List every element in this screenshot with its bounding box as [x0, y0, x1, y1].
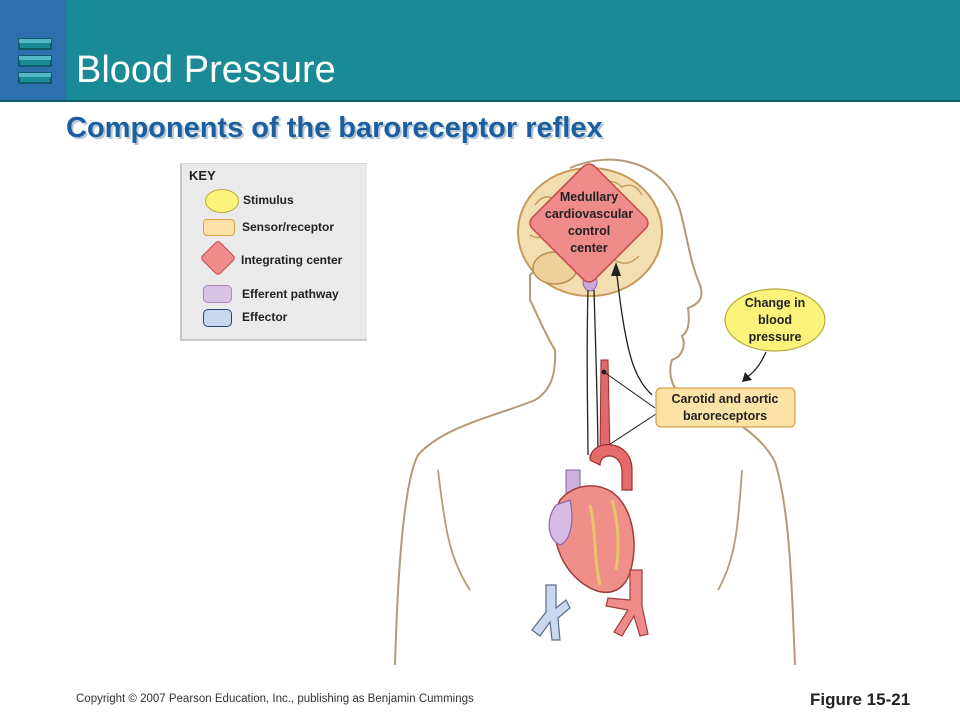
- integrating-center-diamond: [529, 163, 649, 283]
- stimulus-swatch: [205, 189, 239, 213]
- slide-lines-icon: [18, 38, 52, 84]
- stimulus-oval: [724, 288, 826, 352]
- figure-number: Figure 15-21: [810, 690, 911, 709]
- sensor-label-1: Carotid and aortic: [672, 392, 779, 406]
- sensor-swatch: [203, 219, 235, 236]
- artery-branch: [605, 569, 649, 637]
- sensor-box: [655, 387, 796, 428]
- afferent-arrowhead: [611, 262, 621, 276]
- integrating-center-label-1: Medullary: [560, 190, 618, 204]
- right-arm-line: [717, 469, 743, 591]
- integrating-center-label-4: center: [570, 241, 608, 255]
- key-label-effector: Effector: [242, 310, 288, 324]
- head-outline: [569, 158, 796, 666]
- key-legend: KEY Stimulus Sensor/receptor Integrating…: [180, 163, 367, 341]
- title-bar-accent: [0, 0, 66, 100]
- aortic-arch: [589, 444, 633, 491]
- integrating-center-label-3: control: [568, 224, 610, 238]
- sensor-label-2: baroreceptors: [683, 409, 767, 423]
- slide-title: Blood Pressure: [76, 49, 336, 91]
- right-atrium: [548, 499, 573, 546]
- left-arm-line: [437, 469, 471, 591]
- efferent-pathway-right: [593, 289, 599, 456]
- efferent-pathway-left: [586, 289, 589, 456]
- carotid-artery: [599, 359, 611, 456]
- body-outline: [394, 244, 576, 666]
- stimulus-label-2: blood: [758, 313, 792, 327]
- title-bar: Blood Pressure: [0, 0, 960, 102]
- efferent-pathway-swatch: [203, 285, 232, 303]
- stimulus-arrowhead: [742, 372, 752, 382]
- sensor-link-carotid: [603, 371, 656, 409]
- slide-subtitle: Components of the baroreceptor reflex: [66, 112, 603, 144]
- key-label-efferent-pathway: Efferent pathway: [242, 287, 339, 301]
- key-label-sensor: Sensor/receptor: [242, 220, 335, 234]
- copyright-notice: Copyright © 2007 Pearson Education, Inc.…: [76, 693, 474, 705]
- key-label-stimulus: Stimulus: [243, 193, 294, 207]
- integrating-center-label-2: cardiovascular: [545, 207, 633, 221]
- carotid-sensor-dot: [601, 369, 607, 375]
- stimulus-label-3: pressure: [749, 330, 802, 344]
- effector-swatch: [203, 309, 232, 327]
- key-label-integrating-center: Integrating center: [241, 253, 343, 267]
- stimulus-label-1: Change in: [745, 296, 805, 310]
- integrating-center-swatch: [199, 239, 237, 277]
- stimulus-arrow: [745, 351, 767, 379]
- afferent-pathway-up: [615, 267, 653, 396]
- key-title: KEY: [189, 168, 216, 183]
- vein-branch: [531, 584, 571, 641]
- heart-vessels: [588, 499, 620, 586]
